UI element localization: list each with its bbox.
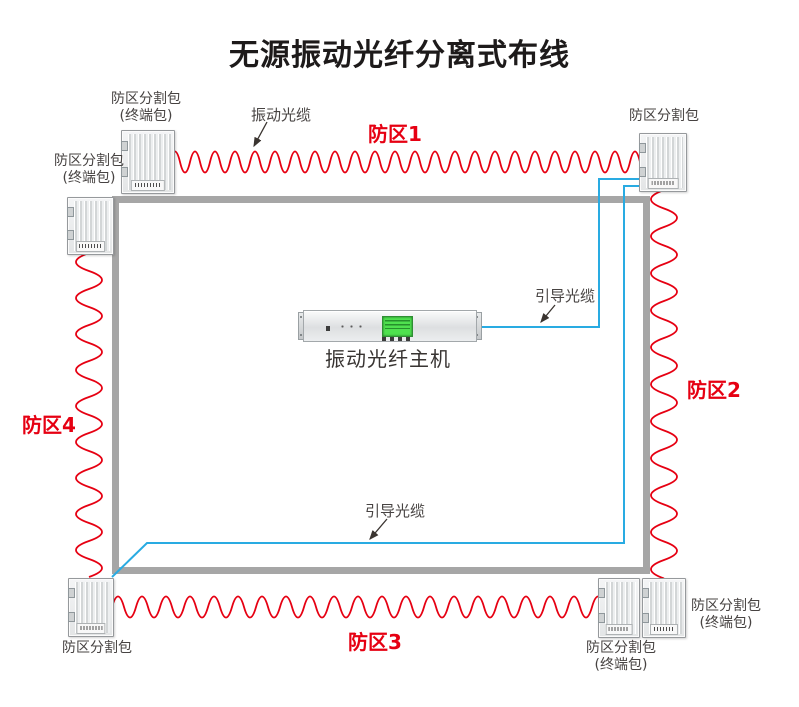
power-switch-icon xyxy=(326,326,330,331)
cabinet-barcode-tag xyxy=(76,623,106,634)
hinge-icon xyxy=(642,612,649,623)
panel-buttons xyxy=(382,337,411,341)
host-front-panel xyxy=(303,310,477,342)
zone1-vibration-cable xyxy=(169,150,641,174)
zone1-label: 防区1 xyxy=(368,122,422,146)
guide-cable-upper-label: 引导光缆 xyxy=(534,287,596,305)
vibration-cable-arrow xyxy=(253,121,268,148)
hinge-icon xyxy=(67,206,74,217)
hinge-icon xyxy=(598,588,605,599)
cabinet-barcode-tag xyxy=(647,178,679,189)
zone3-label: 防区3 xyxy=(348,630,402,654)
zone4-vibration-cable xyxy=(75,252,103,578)
label-bottom-left-splitter-box: 防区分割包 xyxy=(62,640,132,657)
cabinet-barcode-tag xyxy=(649,624,679,635)
guide-cable-host-to-splitter xyxy=(481,178,639,328)
guide-cable-splitter-to-splitter xyxy=(111,185,639,578)
label-line: 防区分割包 xyxy=(62,640,132,656)
label-top-terminal-box: 防区分割包 (终端包) xyxy=(111,91,181,125)
led-indicators xyxy=(337,320,367,335)
label-bottom-terminal-left-box: 防区分割包 (终端包) xyxy=(586,640,656,674)
cabinet-barcode-tag xyxy=(605,624,633,635)
label-left-terminal-box: 防区分割包 (终端包) xyxy=(54,153,124,187)
label-line: 防区分割包 xyxy=(586,640,656,656)
hinge-icon xyxy=(639,167,646,178)
vibration-cable-label: 振动光缆 xyxy=(250,106,312,124)
zone4-label: 防区4 xyxy=(22,413,76,437)
label-line: (终端包) xyxy=(594,657,648,673)
guide-cable-lower-arrow xyxy=(369,518,388,540)
zone-splitter-box-left-terminal xyxy=(67,197,114,255)
label-line: 防区分割包 xyxy=(691,598,761,614)
barcode-icon xyxy=(135,183,161,187)
barcode-icon xyxy=(653,627,675,631)
zone2-vibration-cable xyxy=(650,189,678,580)
label-line: (终端包) xyxy=(62,170,116,186)
hinge-icon xyxy=(121,140,128,151)
zone-splitter-box-bottom-terminal-left xyxy=(598,578,640,638)
hinge-icon xyxy=(68,612,75,623)
hinge-icon xyxy=(642,588,649,599)
hinge-icon xyxy=(598,612,605,623)
zone-splitter-box-bottom-terminal-right xyxy=(642,578,686,638)
label-line: 防区分割包 xyxy=(111,91,181,107)
zone-splitter-box-bottom-left xyxy=(68,578,114,637)
zone-splitter-box-top-terminal xyxy=(121,130,175,194)
zone2-label: 防区2 xyxy=(687,378,741,402)
page-title: 无源振动光纤分离式布线 xyxy=(229,38,570,73)
label-line: 防区分割包 xyxy=(54,153,124,169)
perimeter-wall xyxy=(112,196,650,574)
host-device-label: 振动光纤主机 xyxy=(325,347,451,371)
label-bottom-terminal-right-box: 防区分割包 (终端包) xyxy=(691,598,761,632)
guide-cable-lower-label: 引导光缆 xyxy=(364,502,426,520)
lcd-screen xyxy=(382,316,413,337)
hinge-icon xyxy=(68,588,75,599)
zone3-vibration-cable xyxy=(111,595,605,619)
label-line: (终端包) xyxy=(699,615,753,631)
guide-cable-upper-arrow xyxy=(540,304,556,324)
barcode-icon xyxy=(609,627,629,631)
barcode-icon xyxy=(79,244,102,248)
hinge-icon xyxy=(121,166,128,177)
label-line: 防区分割包 xyxy=(629,108,699,124)
label-top-right-splitter-box: 防区分割包 xyxy=(629,108,699,125)
cabinet-barcode-tag xyxy=(75,241,106,252)
barcode-icon xyxy=(80,626,102,630)
barcode-icon xyxy=(651,181,675,185)
vibration-fiber-host-device xyxy=(298,310,482,342)
label-line: (终端包) xyxy=(119,108,173,124)
lcd-text-lines xyxy=(385,320,410,329)
cabinet-barcode-tag xyxy=(130,180,166,191)
zone-splitter-box-top-right xyxy=(639,133,687,192)
hinge-icon xyxy=(639,143,646,154)
hinge-icon xyxy=(67,230,74,241)
